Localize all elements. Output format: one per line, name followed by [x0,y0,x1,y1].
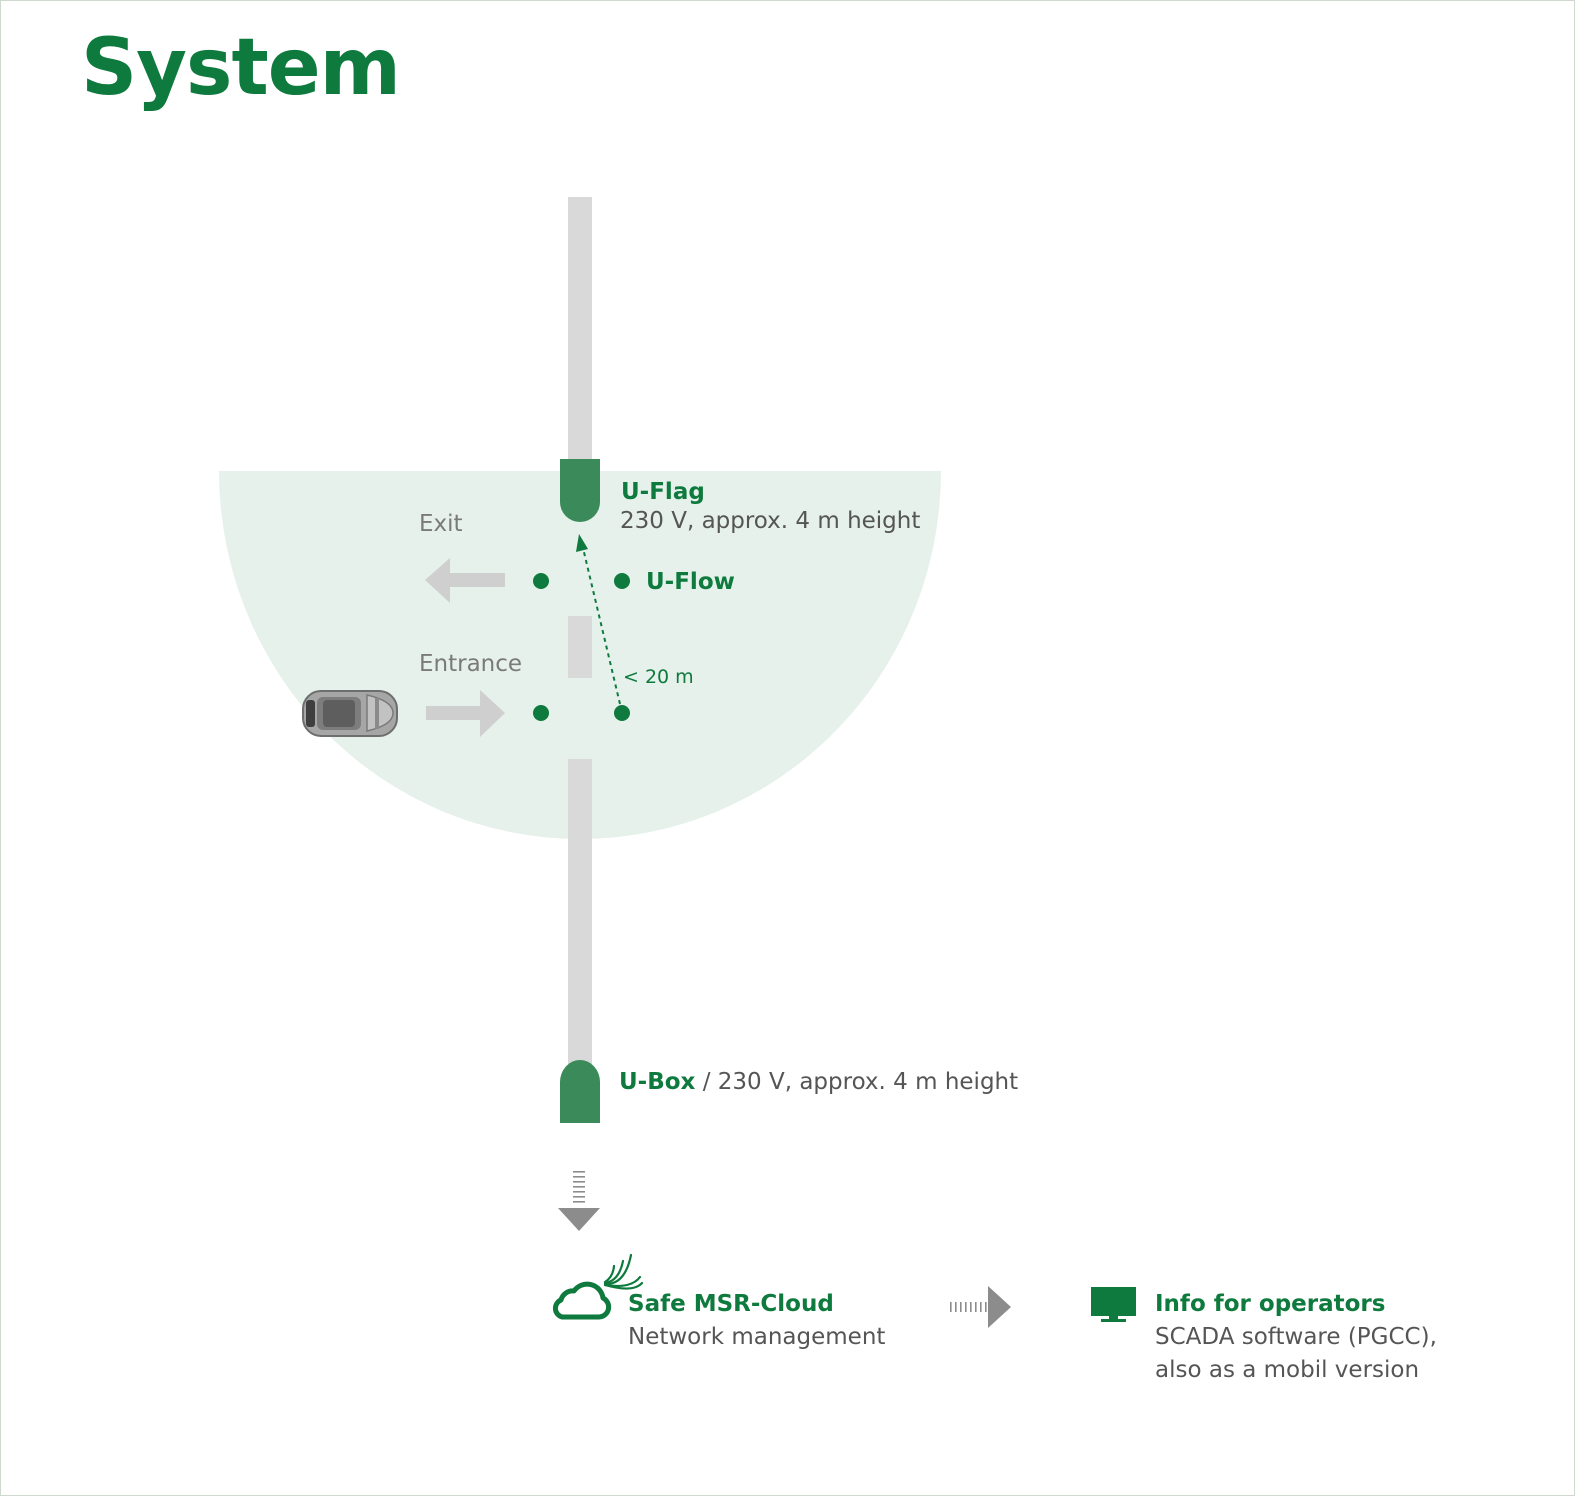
uflow-name: U-Flow [646,569,735,595]
ubox-name: U-Box [619,1069,696,1095]
distance-arrowhead [576,534,588,552]
road-segment-top [568,197,592,461]
down-arrow [558,1171,600,1231]
road-segment-bottom [568,759,592,1064]
cloud-desc: Network management [628,1324,886,1350]
ubox-label: U-Box / 230 V, approx. 4 m height [619,1069,1018,1095]
exit-label: Exit [419,511,463,537]
operators-desc-line1: SCADA software (PGCC), [1155,1324,1437,1350]
road-segment-middle [568,616,592,678]
distance-label: < 20 m [623,666,694,688]
sensor-dot-exit-right [614,573,630,589]
uflag-device [560,459,600,522]
uflag-name: U-Flag [621,479,705,505]
operators-desc-line2: also as a mobil version [1155,1357,1420,1383]
sensor-dot-entrance-right [614,705,630,721]
uflag-desc: 230 V, approx. 4 m height [620,508,921,534]
car-icon [302,690,398,737]
exit-arrow [425,558,505,603]
distance-line [582,547,621,705]
signal-icon [603,1253,644,1290]
page-title: System [81,23,401,113]
sensor-dot-entrance-left [533,705,549,721]
cloud-name: Safe MSR-Cloud [628,1291,834,1317]
operators-name: Info for operators [1155,1291,1386,1317]
monitor-icon [1091,1287,1136,1322]
entrance-label: Entrance [419,651,523,677]
cloud-icon [552,1281,612,1320]
right-arrow [950,1286,1011,1328]
ubox-desc: / 230 V, approx. 4 m height [695,1069,1019,1095]
ubox-device [560,1060,600,1123]
entrance-arrow [426,690,505,737]
sensor-dot-exit-left [533,573,549,589]
